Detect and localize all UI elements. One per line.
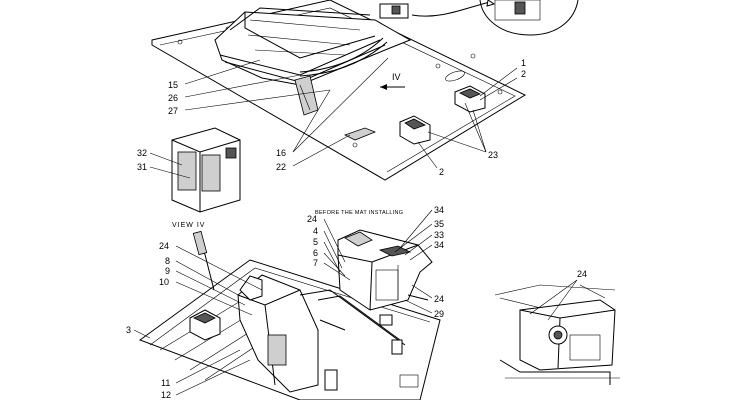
callout-27: 27 bbox=[168, 106, 178, 116]
callout-24-far-right: 24 bbox=[577, 269, 587, 279]
direction-label: IV bbox=[392, 72, 401, 82]
lower-left-leaders bbox=[133, 245, 263, 396]
console-subassembly bbox=[337, 229, 433, 326]
callout-4: 4 bbox=[313, 226, 318, 236]
callout-32: 32 bbox=[137, 148, 147, 158]
callout-33: 33 bbox=[434, 230, 444, 240]
callout-16: 16 bbox=[276, 148, 286, 158]
callout-24-left: 24 bbox=[159, 241, 169, 251]
callout-24-center: 24 bbox=[307, 214, 317, 224]
callout-26: 26 bbox=[168, 93, 178, 103]
callout-9: 9 bbox=[165, 266, 170, 276]
callout-11: 11 bbox=[161, 378, 170, 388]
detail-box-31-32 bbox=[149, 127, 241, 213]
callout-34-top: 34 bbox=[434, 205, 444, 215]
callout-31: 31 bbox=[137, 162, 147, 172]
callout-23: 23 bbox=[488, 150, 498, 160]
callout-10: 10 bbox=[159, 277, 169, 287]
right-detail-24 bbox=[494, 279, 620, 385]
callout-22: 22 bbox=[276, 162, 286, 172]
callout-24-right-center: 24 bbox=[434, 294, 444, 304]
callout-5: 5 bbox=[313, 237, 318, 247]
callout-2-lower: 2 bbox=[439, 167, 444, 177]
callout-6: 6 bbox=[313, 248, 318, 258]
view-label: VIEW IV bbox=[172, 222, 205, 229]
console-leaders bbox=[323, 209, 433, 314]
callout-1: 1 bbox=[521, 58, 526, 68]
callout-7: 7 bbox=[313, 258, 318, 268]
upper-floor-assembly bbox=[151, 0, 579, 181]
callout-labels: 1 2 15 26 27 16 22 2 23 32 31 24 8 9 10 … bbox=[126, 58, 587, 400]
upper-leaders bbox=[184, 57, 518, 169]
callout-29: 29 bbox=[434, 309, 444, 319]
callout-3: 3 bbox=[126, 325, 131, 335]
callout-12: 12 bbox=[161, 390, 171, 400]
installation-note: BEFORE THE MAT INSTALLING bbox=[315, 210, 403, 216]
callout-35: 35 bbox=[434, 219, 444, 229]
callout-2: 2 bbox=[521, 69, 526, 79]
callout-34-bottom: 34 bbox=[434, 240, 444, 250]
lower-left-assembly bbox=[138, 230, 441, 400]
callout-8: 8 bbox=[165, 256, 170, 266]
callout-15: 15 bbox=[168, 80, 178, 90]
